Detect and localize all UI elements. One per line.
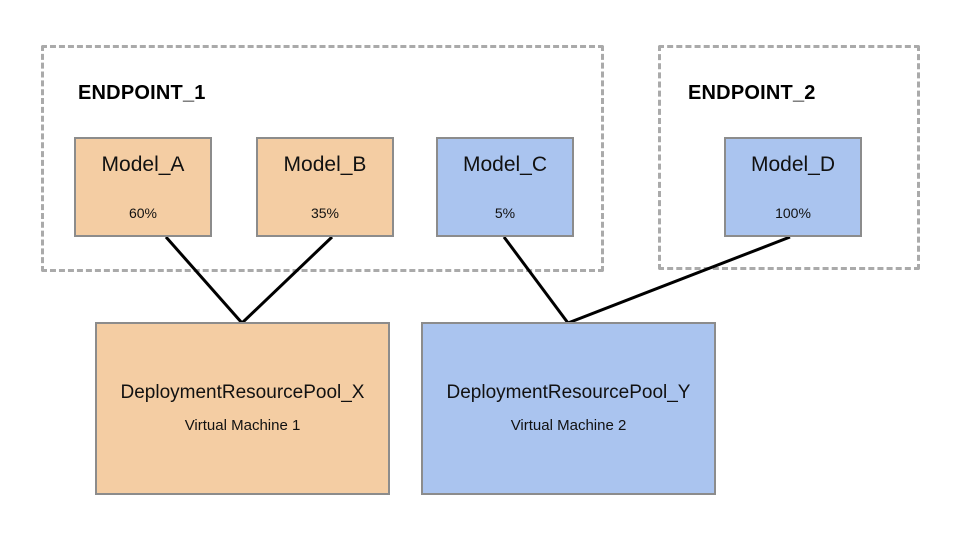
model-box-model-a[interactable]: Model_A 60%	[74, 137, 212, 237]
model-d-name: Model_D	[750, 153, 836, 176]
pool-y-name: DeploymentResourcePool_Y	[446, 382, 691, 404]
model-a-percent: 60%	[128, 205, 158, 221]
model-c-percent: 5%	[494, 205, 516, 221]
pool-x-machine: Virtual Machine 1	[184, 416, 301, 434]
pool-y-machine: Virtual Machine 2	[510, 416, 627, 434]
endpoint-1-label: ENDPOINT_1	[78, 82, 206, 104]
model-box-model-b[interactable]: Model_B 35%	[256, 137, 394, 237]
model-box-model-d[interactable]: Model_D 100%	[724, 137, 862, 237]
model-c-name: Model_C	[462, 153, 548, 176]
model-b-name: Model_B	[283, 153, 367, 176]
pool-box-deployment-resource-pool-x[interactable]: DeploymentResourcePool_X Virtual Machine…	[95, 322, 390, 495]
model-d-percent: 100%	[775, 205, 811, 221]
endpoint-2-label: ENDPOINT_2	[688, 82, 816, 104]
model-box-model-c[interactable]: Model_C 5%	[436, 137, 574, 237]
pool-x-name: DeploymentResourcePool_X	[120, 382, 365, 404]
pool-box-deployment-resource-pool-y[interactable]: DeploymentResourcePool_Y Virtual Machine…	[421, 322, 716, 495]
model-b-percent: 35%	[310, 205, 340, 221]
model-a-name: Model_A	[101, 153, 185, 176]
